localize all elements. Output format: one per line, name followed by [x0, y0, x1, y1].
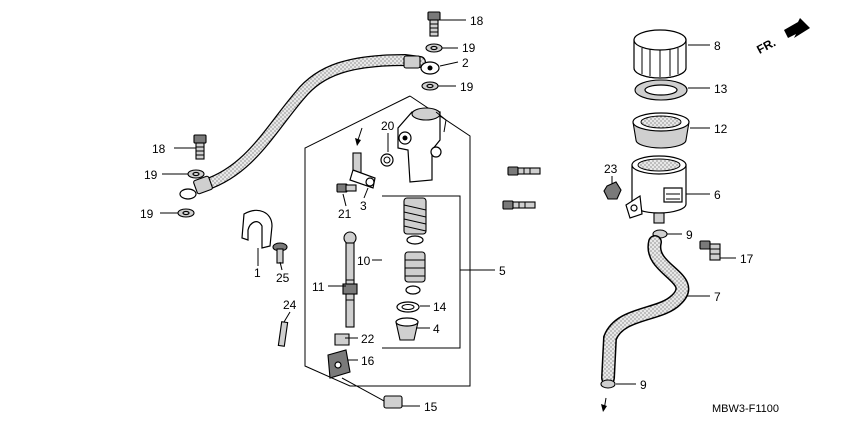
hose-joint-3: [349, 152, 376, 189]
mount-bolt-lower: [502, 200, 536, 210]
front-direction-label: FR.: [754, 35, 778, 56]
callout-21: 21: [338, 207, 352, 221]
callout-19-left-b: 19: [140, 207, 154, 221]
callout-18-top: 18: [470, 14, 484, 28]
callout-9-lower: 9: [640, 378, 647, 392]
callout-2: 2: [462, 56, 469, 70]
callout-8: 8: [714, 39, 721, 53]
callout-20: 20: [381, 119, 395, 133]
nut-22: [334, 333, 350, 346]
screw-21: [336, 183, 357, 193]
callout-12: 12: [714, 122, 728, 136]
bolt-18-top: [427, 11, 441, 37]
bolt-25: [272, 242, 288, 264]
callout-4: 4: [433, 322, 440, 336]
callout-19-mid: 19: [460, 80, 474, 94]
bracket-1: [241, 209, 273, 249]
master-cylinder-body: [397, 107, 447, 183]
callout-18-left: 18: [152, 142, 166, 156]
kit-bracket: [382, 195, 461, 349]
pin-15: [341, 377, 403, 409]
callout-23: 23: [604, 162, 618, 176]
callout-10: 10: [357, 254, 371, 268]
pin-24: [277, 321, 289, 347]
callout-19-top: 19: [462, 41, 476, 55]
callout-14: 14: [433, 300, 447, 314]
clevis-16: [327, 349, 351, 379]
diaphragm-12: [632, 112, 690, 149]
front-direction-arrow: FR.: [754, 18, 810, 57]
callout-13: 13: [714, 82, 728, 96]
callout-19-left-a: 19: [144, 168, 158, 182]
bolt-17: [699, 240, 721, 261]
callout-9-upper: 9: [686, 228, 693, 242]
o-ring-20: [380, 153, 394, 167]
hose-clip-9-lower: [600, 379, 616, 389]
callout-17: 17: [740, 252, 754, 266]
callout-5: 5: [499, 264, 506, 278]
nut-23: [603, 181, 622, 200]
callout-labels: 18 19 2 19 20 18 19 19 3 21 1 25 10 11 5…: [140, 14, 754, 414]
callout-15: 15: [424, 400, 438, 414]
callout-3: 3: [360, 199, 367, 213]
reservoir-6: [625, 155, 687, 224]
callout-16: 16: [361, 354, 375, 368]
diagram-code: MBW3-F1100: [712, 403, 779, 415]
piston-spring-10: [403, 197, 427, 295]
mount-bolt-upper: [507, 166, 541, 176]
callout-6: 6: [714, 188, 721, 202]
callout-24: 24: [283, 298, 297, 312]
callout-1: 1: [254, 266, 261, 280]
callout-11: 11: [312, 280, 325, 294]
circlip-14: [396, 301, 420, 313]
callout-22: 22: [361, 332, 375, 346]
push-rod-11: [342, 231, 358, 328]
bolt-18-left: [193, 134, 207, 160]
reservoir-cap-8: [633, 29, 687, 79]
leader-lines: [160, 19, 736, 407]
callout-25: 25: [276, 271, 290, 285]
callout-7: 7: [714, 290, 721, 304]
assembly-outline: [304, 95, 471, 387]
